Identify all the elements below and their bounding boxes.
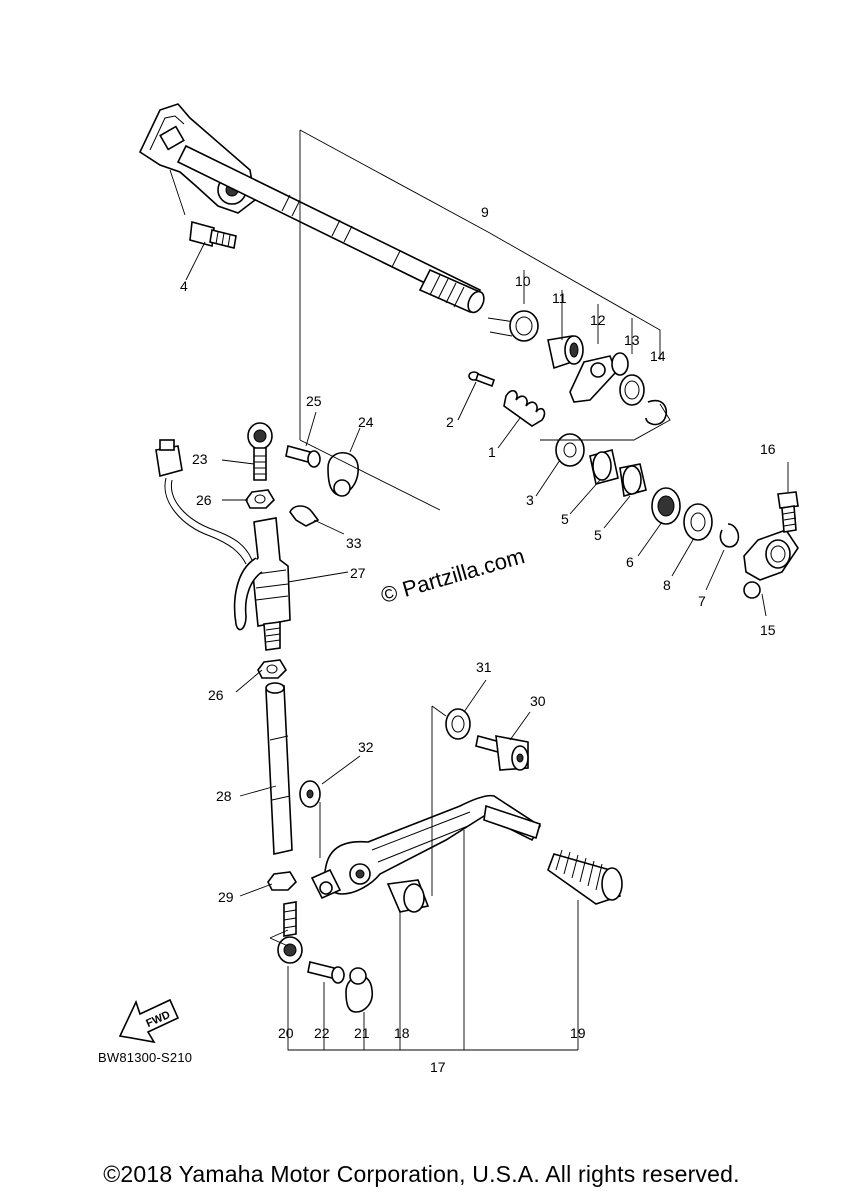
part-29-nut xyxy=(267,871,298,891)
fwd-arrow-icon: FWD xyxy=(118,998,180,1044)
callout-1: 1 xyxy=(488,444,496,460)
callout-labels: 1 2 3 4 5 5 6 7 8 9 10 11 12 13 14 15 16… xyxy=(180,204,776,1075)
callout-9: 9 xyxy=(481,204,489,220)
callout-20: 20 xyxy=(278,1025,294,1041)
copyright-notice: ©2018 Yamaha Motor Corporation, U.S.A. A… xyxy=(103,1161,740,1187)
callout-2: 2 xyxy=(446,414,454,430)
callout-11: 11 xyxy=(552,290,567,306)
part-10-spring xyxy=(487,310,539,342)
part-14-circlip xyxy=(645,399,668,426)
part-24-boot xyxy=(327,452,359,497)
callout-10: 10 xyxy=(515,273,531,289)
part-33-clip xyxy=(289,505,320,527)
part-21-boot xyxy=(345,967,374,1013)
callout-33: 33 xyxy=(346,535,362,551)
shift-shaft-assembly xyxy=(138,103,485,314)
part-25-bolt xyxy=(285,445,321,468)
shift-pedal xyxy=(299,708,623,913)
part-5-bearings xyxy=(589,449,647,498)
part-26-nut-lower xyxy=(257,659,288,679)
callout-26b: 26 xyxy=(208,687,224,703)
reference-code: BW81300-S210 xyxy=(98,1050,193,1065)
callout-32: 32 xyxy=(358,739,374,755)
callout-7: 7 xyxy=(698,593,706,609)
callout-19: 19 xyxy=(570,1025,586,1041)
callout-23: 23 xyxy=(192,451,208,467)
part-13-collar xyxy=(611,352,629,376)
part-20-rod-end xyxy=(277,901,303,964)
callout-15: 15 xyxy=(760,622,776,638)
part-2-bolt xyxy=(468,371,496,388)
callout-17: 17 xyxy=(430,1059,446,1075)
callout-16: 16 xyxy=(760,441,776,457)
part-1-spring xyxy=(503,389,546,427)
callout-3: 3 xyxy=(526,492,534,508)
callout-18: 18 xyxy=(394,1025,410,1041)
callout-21: 21 xyxy=(354,1025,370,1041)
callout-22: 22 xyxy=(314,1025,330,1041)
part-16-bolt xyxy=(777,491,799,533)
part-7-circlip xyxy=(719,523,740,548)
part-11-collar xyxy=(547,335,584,370)
part-27-shift-sensor xyxy=(155,439,291,651)
callout-5b: 5 xyxy=(594,527,602,543)
callout-27: 27 xyxy=(350,565,366,581)
callout-12: 12 xyxy=(590,312,606,328)
callout-28: 28 xyxy=(216,788,232,804)
part-8-washer xyxy=(683,503,713,541)
part-6-oil-seal xyxy=(651,487,681,525)
callout-8: 8 xyxy=(663,577,671,593)
part-4-bolt xyxy=(189,220,237,249)
part-12-lever xyxy=(569,355,617,403)
callout-14: 14 xyxy=(650,348,666,364)
callout-29: 29 xyxy=(218,889,234,905)
callout-13: 13 xyxy=(624,332,640,348)
callout-25: 25 xyxy=(306,393,322,409)
callout-6: 6 xyxy=(626,554,634,570)
part-26-nut-upper xyxy=(245,489,276,509)
callout-30: 30 xyxy=(530,693,546,709)
callout-24: 24 xyxy=(358,414,374,430)
callout-4: 4 xyxy=(180,278,188,294)
callout-31: 31 xyxy=(476,659,492,675)
part-15-shift-arm xyxy=(743,529,799,599)
part-3-washer xyxy=(555,433,585,467)
part-22-bolt xyxy=(307,961,345,984)
part-23-rod-end xyxy=(247,422,273,481)
callout-26a: 26 xyxy=(196,492,212,508)
callout-5a: 5 xyxy=(561,511,569,527)
part-28-shift-rod xyxy=(265,682,293,855)
leader-lines xyxy=(185,129,789,1051)
